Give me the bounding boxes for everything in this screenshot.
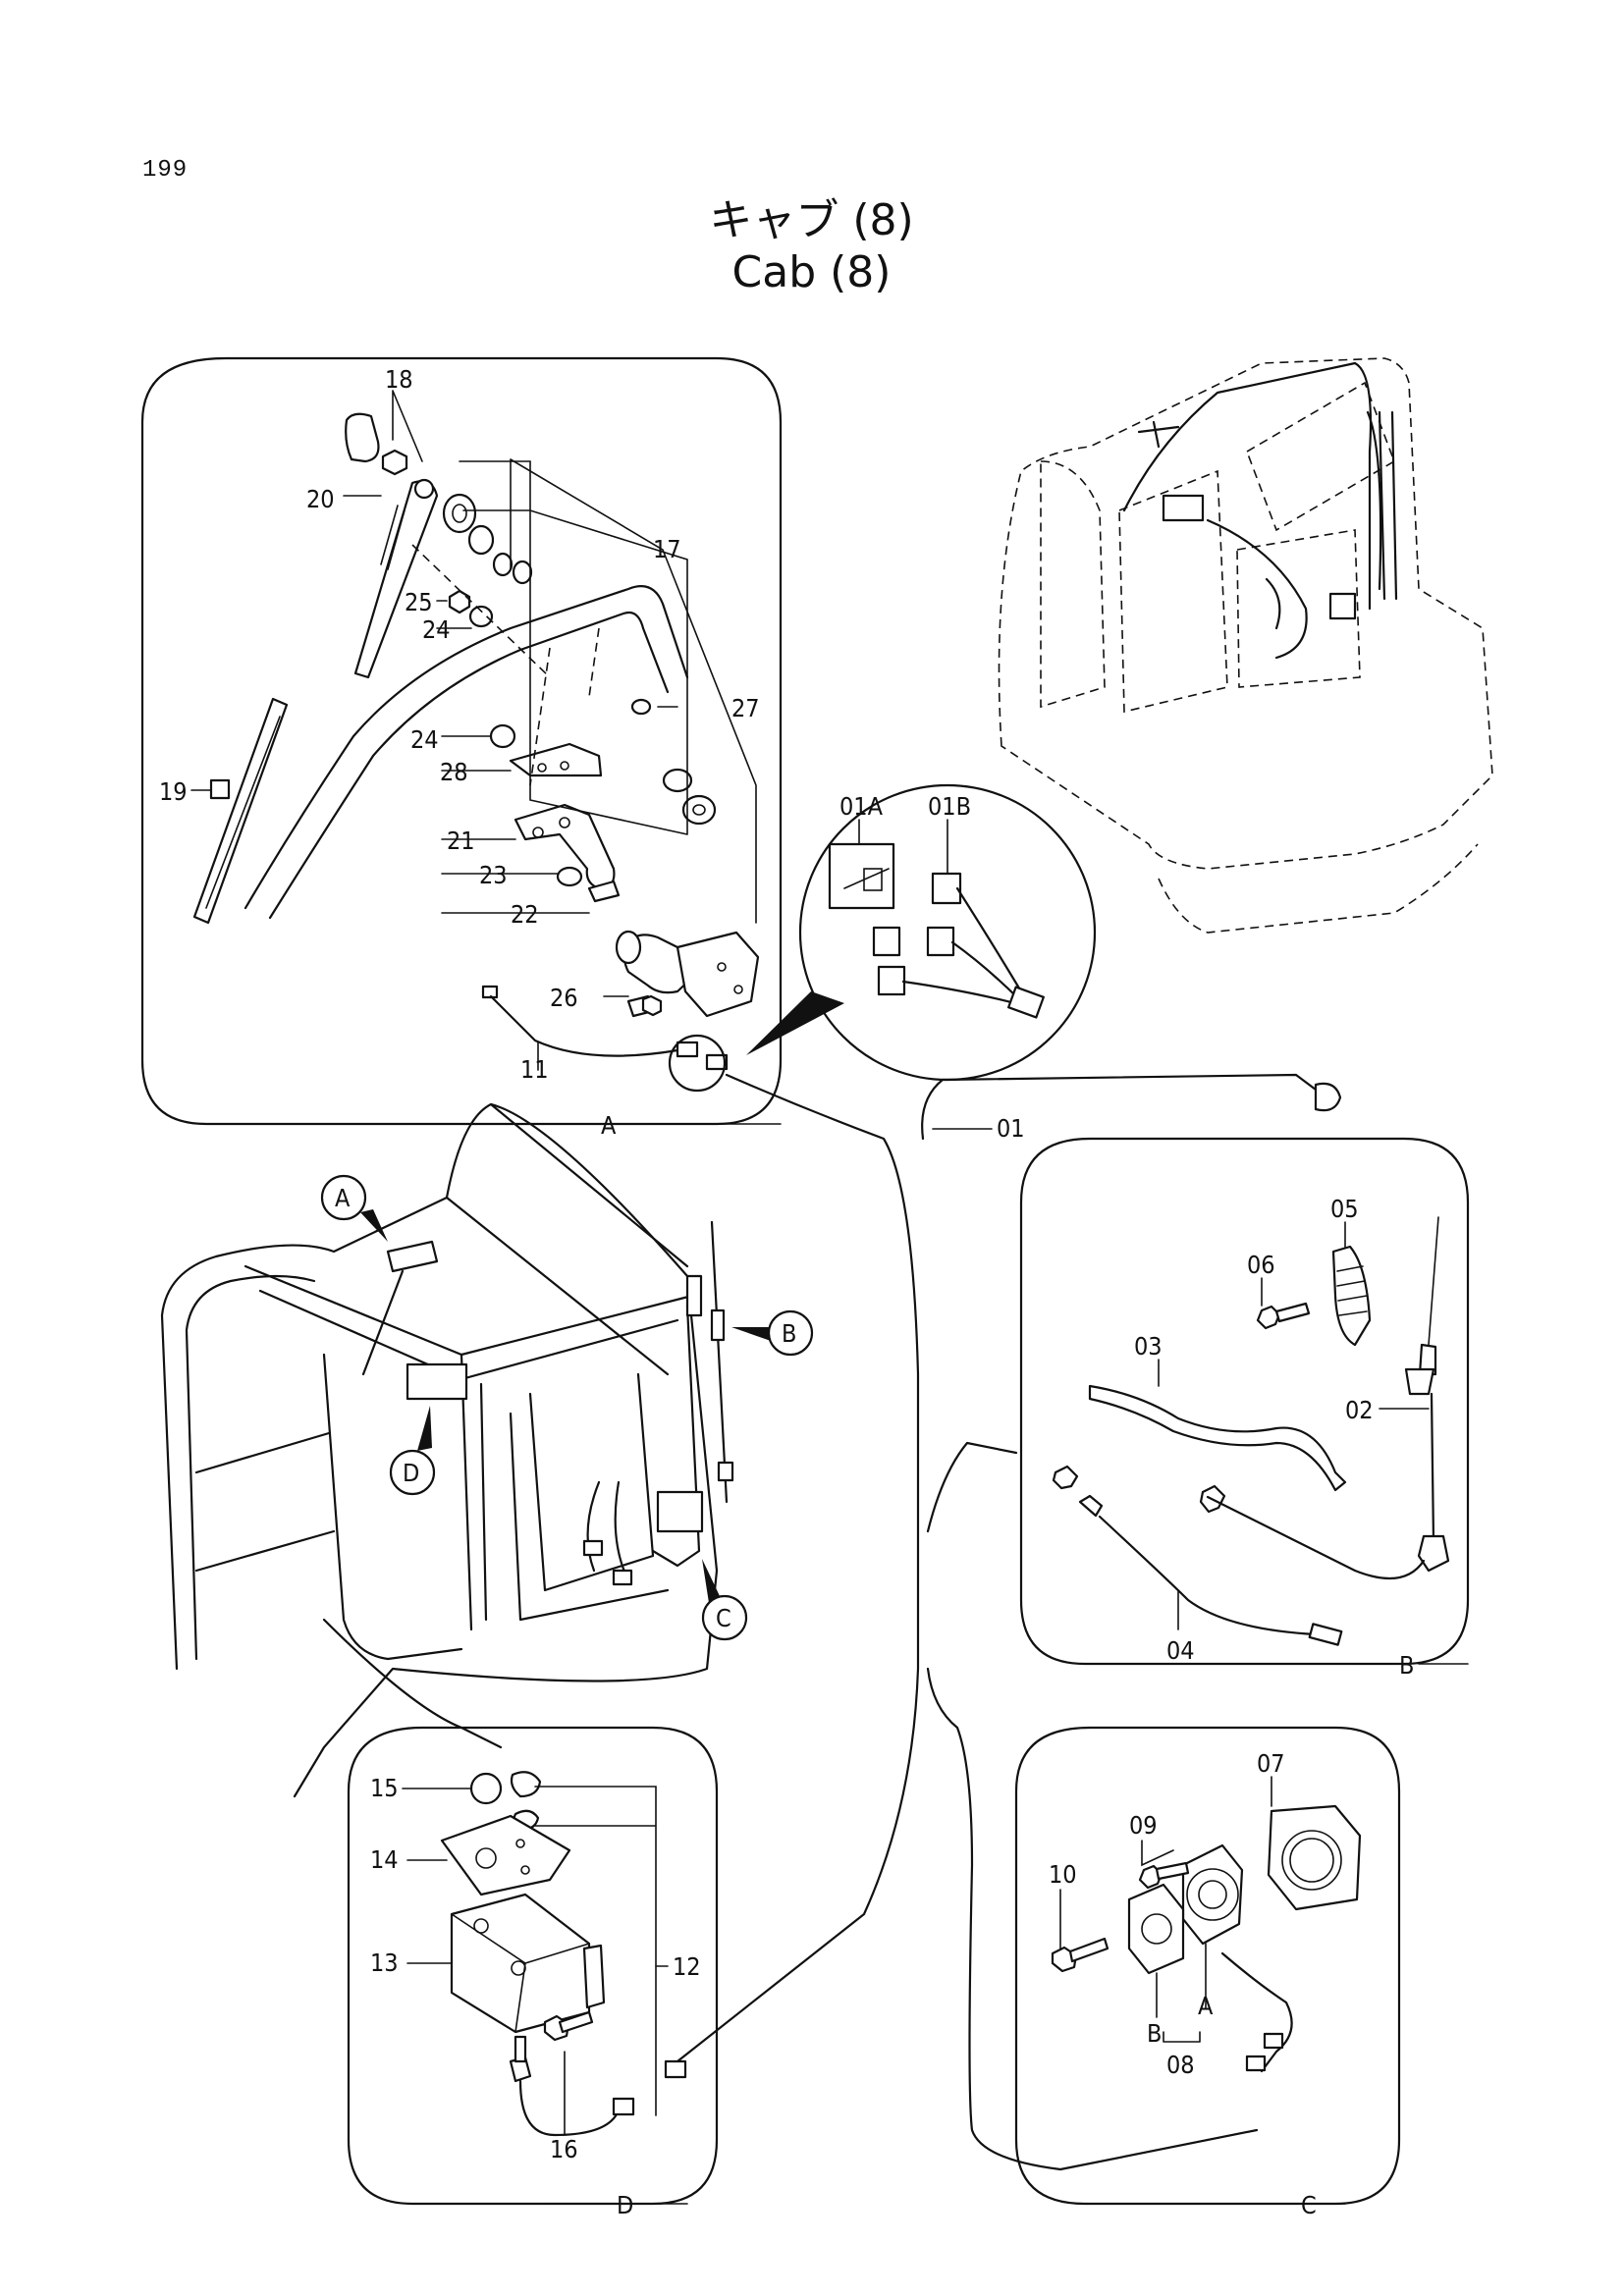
callout-22: 22	[511, 900, 539, 929]
callout-03: 03	[1134, 1332, 1163, 1361]
detail-label-d: D	[617, 2191, 633, 2219]
callout-01b: 01B	[928, 792, 971, 821]
callout-28: 28	[440, 758, 468, 786]
callout-12: 12	[673, 1952, 701, 1981]
callout-02: 02	[1345, 1396, 1374, 1424]
marker-a-label: A	[335, 1184, 351, 1212]
callout-18: 18	[385, 365, 413, 394]
detail-panel-c	[1014, 1726, 1401, 2206]
marker-b: B	[731, 1309, 814, 1357]
marker-d-label: D	[403, 1459, 419, 1487]
page-title-japanese: キャブ (8)	[709, 195, 914, 245]
detail-panel-d	[347, 1726, 719, 2206]
callout-a-part: A	[1198, 1992, 1214, 2020]
detail-panel-a	[140, 356, 783, 1126]
detail-label-c: C	[1301, 2191, 1317, 2219]
callout-21: 21	[447, 827, 475, 855]
callout-01: 01	[997, 1114, 1025, 1143]
callout-09: 09	[1129, 1811, 1158, 1840]
detail-label-b: B	[1399, 1651, 1414, 1680]
wiper-arm	[353, 478, 439, 679]
page-number: 199	[142, 157, 189, 184]
marker-c-label: C	[716, 1604, 731, 1632]
callout-27: 27	[731, 694, 760, 722]
callout-05: 05	[1330, 1195, 1359, 1223]
callout-16: 16	[550, 2135, 578, 2163]
callout-01a: 01A	[839, 792, 884, 821]
cab-overview-top	[998, 357, 1493, 934]
marker-a: A	[320, 1174, 388, 1242]
marker-c: C	[701, 1559, 748, 1641]
wiper-blade	[192, 697, 289, 925]
callout-07: 07	[1257, 1749, 1285, 1778]
connector-detail-circle	[746, 783, 1097, 1082]
callout-08: 08	[1166, 2051, 1195, 2079]
marker-b-label: B	[782, 1319, 796, 1348]
callout-24-upper: 24	[422, 615, 451, 644]
callout-labels: 18 20 17 25 24 27 24 28 19 21 23 22 26 1…	[159, 365, 1414, 2219]
wiper-motor	[615, 930, 760, 1018]
detail-panel-b	[1019, 1137, 1470, 1666]
callout-06: 06	[1247, 1251, 1275, 1279]
callout-04: 04	[1166, 1636, 1195, 1665]
page-title-english: Cab (8)	[731, 247, 892, 297]
callout-17: 17	[653, 535, 681, 563]
callout-26: 26	[550, 984, 578, 1012]
callout-10: 10	[1049, 1860, 1077, 1889]
callout-b-part: B	[1147, 2019, 1162, 2048]
callout-14: 14	[370, 1845, 399, 1874]
cab-main: A B C D	[160, 1102, 814, 1798]
callout-11: 11	[520, 1055, 549, 1084]
callout-19: 19	[159, 777, 188, 806]
callout-15: 15	[370, 1774, 399, 1802]
callout-25: 25	[405, 588, 433, 616]
marker-d: D	[389, 1406, 436, 1496]
callout-24-lower: 24	[410, 725, 439, 754]
callout-13: 13	[370, 1949, 399, 1977]
detail-label-a: A	[601, 1111, 617, 1140]
main-harness	[664, 1073, 1342, 2171]
callout-23: 23	[479, 861, 508, 889]
callout-20: 20	[306, 485, 335, 513]
